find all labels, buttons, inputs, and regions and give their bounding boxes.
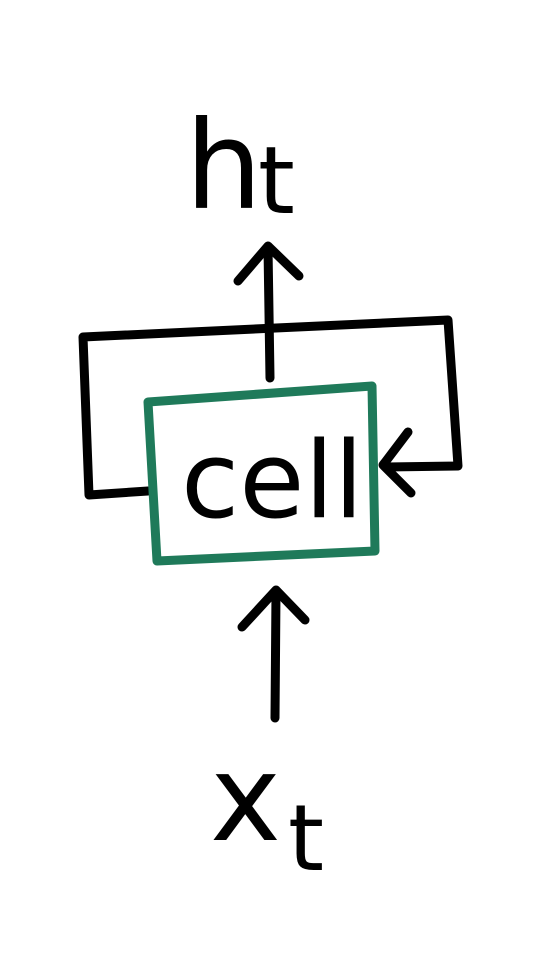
input-arrow-head [237, 585, 310, 632]
cell-box-border [143, 381, 380, 566]
cell-label: cell [181, 419, 363, 542]
output-label-subscript: t [258, 127, 295, 236]
input-label: x t [210, 730, 324, 892]
recurrent-loop-path [78, 315, 463, 500]
recurrent-loop [78, 315, 463, 500]
input-label-main: x [210, 730, 281, 869]
cell-box: cell [143, 381, 380, 566]
input-label-subscript: t [288, 785, 324, 892]
input-arrow-shaft [270, 587, 281, 723]
output-arrow-shaft [263, 243, 275, 383]
output-arrow-head [233, 241, 304, 286]
output-label-main: h [185, 95, 262, 237]
output-label: h t [185, 95, 295, 237]
output-arrow [233, 241, 304, 383]
input-arrow [237, 585, 310, 723]
recurrent-loop-arrow-head [378, 427, 416, 498]
